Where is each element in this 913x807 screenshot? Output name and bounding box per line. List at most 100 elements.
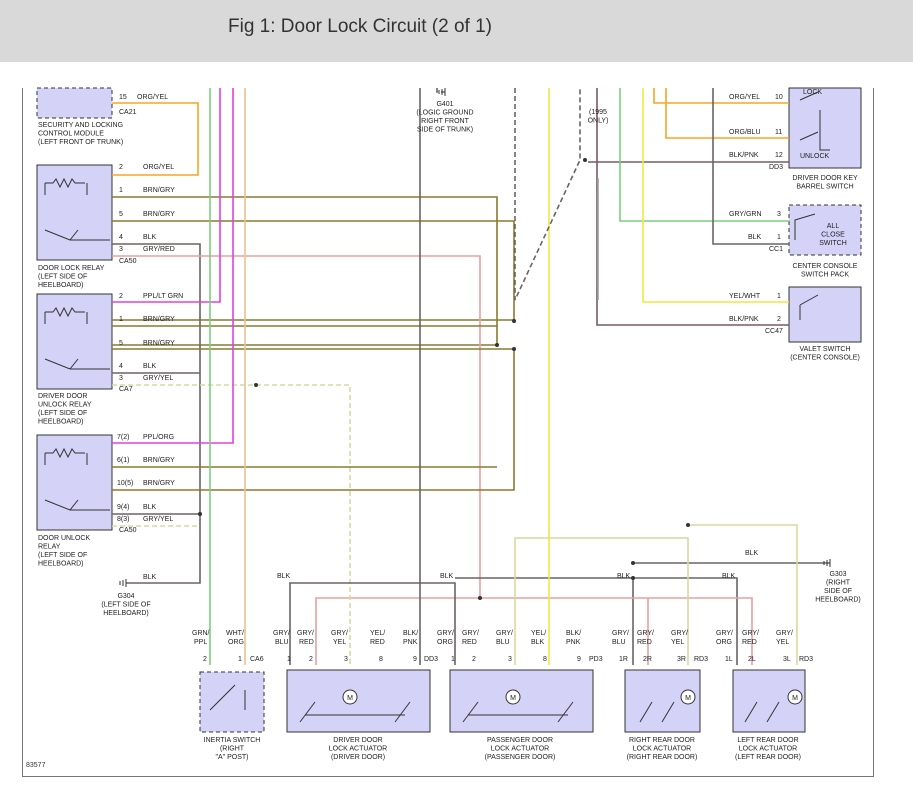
all-close-switch-label: SWITCH [819, 240, 847, 247]
pin-label: 2R [643, 656, 652, 663]
pin-label: PNK [403, 639, 418, 646]
pin-label: YEL [333, 639, 346, 646]
wire-org-yel-0 [112, 102, 199, 176]
pin-label: BLK/ [403, 630, 418, 637]
driver-motor-icon [342, 689, 358, 705]
pin-label: BRN/GRY [143, 316, 175, 323]
pin-label: RED [742, 639, 757, 646]
pin-label: RED [637, 639, 652, 646]
figure-header: Fig 1: Door Lock Circuit (2 of 1) [0, 0, 913, 62]
pin-label: 1 [119, 187, 123, 194]
pin-label: CA7 [119, 386, 133, 393]
driver-actuator-label: (DRIVER DOOR) [331, 754, 385, 761]
driver-actuator-contacts [299, 701, 411, 723]
pin-label: 5 [119, 340, 123, 347]
pin-label: BLK [745, 550, 759, 557]
valet-switch-label: (CENTER CONSOLE) [790, 355, 860, 362]
year-note-label: (1995 [589, 109, 607, 116]
pin-label: BLK [722, 573, 736, 580]
g401-ground-label: (LOGIC GROUND [416, 110, 473, 117]
pin-label: BRN/GRY [143, 480, 175, 487]
wire-blk-18 [455, 577, 634, 665]
pin-label: 8 [543, 656, 547, 663]
wire-blk-20 [633, 577, 738, 665]
pin-label: 2 [309, 656, 313, 663]
door-lock-relay-label: HEELBOARD) [38, 282, 84, 289]
pin-label: CA50 [119, 258, 137, 265]
pin-label: BLK/ [566, 630, 581, 637]
pin-label: RED [462, 639, 477, 646]
pin-label: 7(2) [117, 434, 129, 441]
inertia-switch-label: INERTIA SWITCH [204, 737, 261, 744]
pin-label: UNLOCK [800, 153, 830, 160]
pin-label: 2 [119, 164, 123, 171]
wire-blk-32 [712, 88, 789, 245]
door-unlock-relay-label: RELAY [38, 544, 61, 551]
pin-label: BLK [617, 573, 631, 580]
pin-label: 2 [119, 293, 123, 300]
driver-unlock-relay-label: (LEFT SIDE OF [38, 410, 87, 417]
pin-label: ORG/YEL [143, 164, 174, 171]
pin-label: RD3 [694, 656, 708, 663]
pin-label: BLK [748, 234, 762, 241]
all-close-switch-box [788, 204, 862, 256]
splice-dot-9 [631, 576, 635, 580]
inertia-switch-label: (RIGHT [220, 746, 245, 753]
wire-org-yel-28 [653, 88, 789, 104]
pin-label: BLK/PNK [729, 316, 759, 323]
pin-label: BLK [143, 363, 157, 370]
right-rear-actuator-label: LOCK ACTUATOR [633, 746, 691, 753]
wire-brn-gry-1 [112, 196, 498, 346]
pin-label: 1 [777, 293, 781, 300]
pin-label: 10(5) [117, 480, 133, 487]
relay-coil-2 [44, 306, 88, 324]
door-unlock-relay-label: DOOR UNLOCK [38, 535, 90, 542]
wire-blk-34 [436, 88, 445, 93]
pin-label: 8(3) [117, 516, 129, 523]
pin-label: BRN/GRY [143, 211, 175, 218]
pin-label: PPL/ORG [143, 434, 174, 441]
pin-label: PNK [566, 639, 581, 646]
splice-dot-5 [631, 561, 635, 565]
pin-label: 1 [777, 234, 781, 241]
pin-label: 3 [119, 375, 123, 382]
passenger-actuator-label: PASSENGER DOOR [487, 737, 553, 744]
splice-dot-0 [512, 319, 516, 323]
pin-label: GRY/ [716, 630, 733, 637]
splice-dot-8 [583, 158, 587, 162]
wire-blk-3 [112, 243, 201, 584]
key-switch-contacts [799, 91, 830, 151]
driver-actuator-label: LOCK ACTUATOR [329, 746, 387, 753]
figure-number: 83577 [26, 762, 46, 769]
g303-ground-label: HEELBOARD) [815, 597, 861, 604]
g401-ground-label: RIGHT FRONT [421, 118, 469, 125]
relay-coil-1 [44, 177, 88, 195]
driver-unlock-relay-label: UNLOCK RELAY [38, 402, 92, 409]
pin-label: WHT/ [226, 630, 244, 637]
passenger-motor-icon [505, 689, 521, 705]
pin-label: GRY/RED [143, 246, 175, 253]
center-console-pack-label: SWITCH PACK [801, 272, 849, 279]
ground-icon [438, 88, 446, 96]
pin-label: GRY/ [742, 630, 759, 637]
pin-label: PPL/LT GRN [143, 293, 183, 300]
door-lock-relay-label: DOOR LOCK RELAY [38, 265, 105, 272]
driver-actuator-box [286, 669, 431, 733]
pin-label: GRY/YEL [143, 375, 173, 382]
motor-m-4: M [792, 695, 798, 702]
relay-switch-1 [44, 229, 110, 241]
inertia-switch-box [199, 671, 265, 733]
ground-icon [119, 579, 127, 587]
g304-ground-label: (LEFT SIDE OF [101, 602, 150, 609]
left-rear-contacts [744, 701, 780, 723]
wires [112, 88, 831, 665]
year-note-label: ONLY) [588, 118, 609, 125]
pin-label: BLK [143, 504, 157, 511]
pin-label: 8 [379, 656, 383, 663]
pin-label: 12 [775, 152, 783, 159]
pin-label: RED [370, 639, 385, 646]
wire-ppl-org-10 [112, 88, 234, 444]
g303-ground-label: G303 [829, 571, 846, 578]
pin-label: BRN/GRY [143, 187, 175, 194]
driver-key-switch-label: DRIVER DOOR KEY [792, 175, 858, 182]
